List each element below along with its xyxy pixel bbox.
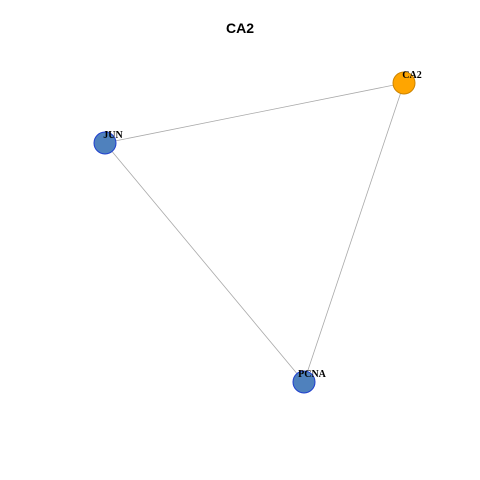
- node-circle-ca2: [392, 71, 416, 95]
- node-pcna: PCNA: [292, 369, 327, 394]
- plot-title: CA2: [225, 20, 254, 36]
- edge-jun-pcna: [104, 142, 305, 383]
- node-jun: JUN: [93, 130, 123, 155]
- edge-jun-ca2: [104, 82, 405, 144]
- node-circle-pcna: [292, 370, 316, 394]
- node-label-jun: JUN: [103, 130, 123, 141]
- edge-layer: [104, 82, 405, 383]
- edge-ca2-pcna: [303, 82, 405, 383]
- node-circle-jun: [93, 131, 117, 155]
- node-ca2: CA2: [392, 70, 422, 95]
- node-label-pcna: PCNA: [298, 369, 327, 380]
- node-label-ca2: CA2: [402, 70, 421, 81]
